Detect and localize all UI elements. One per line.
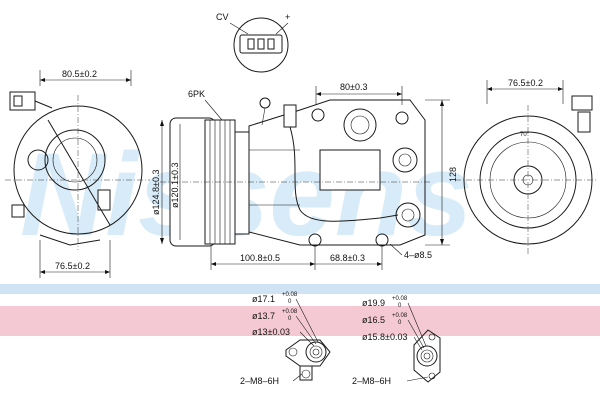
port-left-thread: 2–M8–6H <box>240 376 279 386</box>
center-top-dimension: 80±0.3 <box>340 82 367 92</box>
port-detail-right: ø19.9 +0.08 0 ø16.5 +0.08 0 ø15.8±0.03 2… <box>352 296 441 386</box>
connector-cv-label: CV <box>216 12 229 22</box>
port-right-d1: ø19.9 <box>362 298 385 308</box>
port-right-d1-tol-down: 0 <box>398 303 402 309</box>
port-left-d1-tol-up: +0.08 <box>282 292 298 298</box>
connector-plus-label: + <box>285 12 290 22</box>
port-left-d2: ø13.7 <box>252 311 275 321</box>
port-right-d2-tol-down: 0 <box>398 320 402 326</box>
right-top-dimension: 76.5±0.2 <box>508 78 543 88</box>
left-bottom-dimension: 76.5±0.2 <box>55 261 90 271</box>
pulley-label: 6PK <box>188 89 205 99</box>
center-bottom-right-dimension: 68.8±0.3 <box>330 253 365 263</box>
port-right-d3: ø15.8±0.03 <box>362 332 407 342</box>
holes-dimension: 4–ø8.5 <box>404 250 432 260</box>
connector-detail: CV + <box>216 12 290 73</box>
port-right-d1-tol-up: +0.08 <box>392 296 408 302</box>
dia-outer-dimension: ø124.8±0.3 <box>151 170 161 215</box>
port-left-d2-tol-up: +0.08 <box>282 309 298 315</box>
port-left-d3: ø13±0.03 <box>252 327 290 337</box>
left-side-view: 80.5±0.2 76.5±0.2 <box>5 69 150 278</box>
port-right-d2: ø16.5 <box>362 315 385 325</box>
right-angle-label: 70° <box>520 132 530 138</box>
dia-inner-dimension: ø120.1±0.3 <box>170 163 180 208</box>
port-right-thread: 2–M8–6H <box>352 376 391 386</box>
port-left-d2-tol-down: 0 <box>288 316 292 322</box>
center-bottom-left-dimension: 100.8±0.5 <box>240 253 280 263</box>
right-side-view: 76.5±0.2 70° <box>455 78 598 255</box>
port-right-d2-tol-up: +0.08 <box>392 313 408 319</box>
port-left-d1: ø17.1 <box>252 294 275 304</box>
height-dimension: 128 <box>448 167 458 182</box>
port-left-d1-tol-down: 0 <box>288 299 292 305</box>
pink-band <box>0 306 600 336</box>
center-front-view: 6PK ø124.8±0.3 ø120.1±0.3 80± <box>151 82 458 270</box>
left-top-dimension: 80.5±0.2 <box>62 69 97 79</box>
port-detail-left: ø17.1 +0.08 0 ø13.7 +0.08 0 ø13±0.03 2–M… <box>240 292 331 386</box>
blue-band <box>0 284 600 294</box>
